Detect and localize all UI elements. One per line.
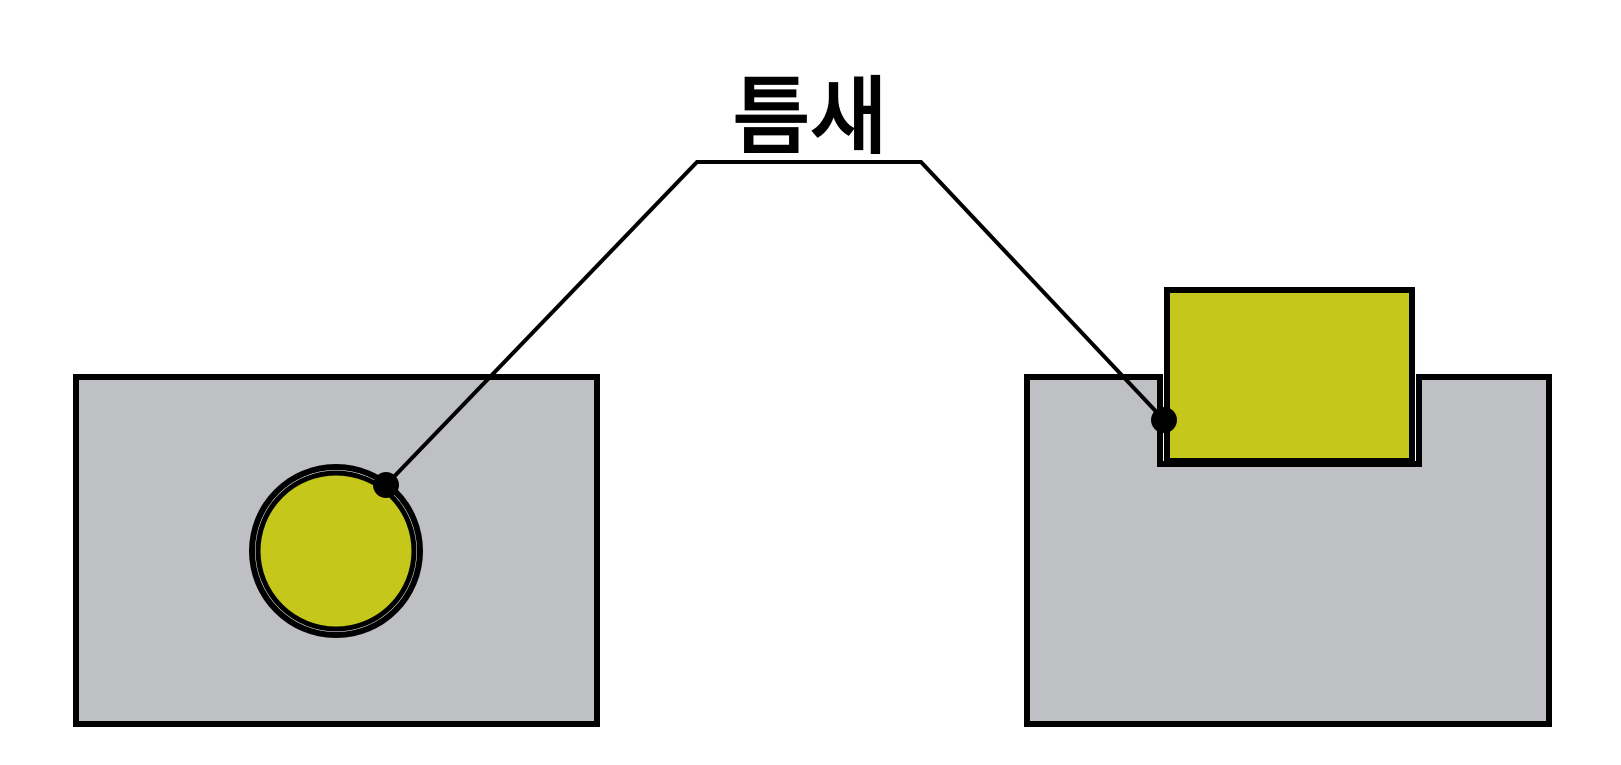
right-block-group (1024, 287, 1552, 727)
right-block (1024, 374, 1552, 727)
left-block-group (73, 374, 600, 727)
round-insert (255, 470, 417, 632)
gap-label: 틈새 (733, 68, 888, 166)
leader-line-right (810, 160, 1166, 422)
leader-dot-left (373, 472, 399, 498)
leader-dot-right (1151, 407, 1177, 433)
square-insert (1164, 287, 1415, 464)
leader-lines (384, 160, 1166, 487)
leader-line-left (384, 160, 810, 487)
